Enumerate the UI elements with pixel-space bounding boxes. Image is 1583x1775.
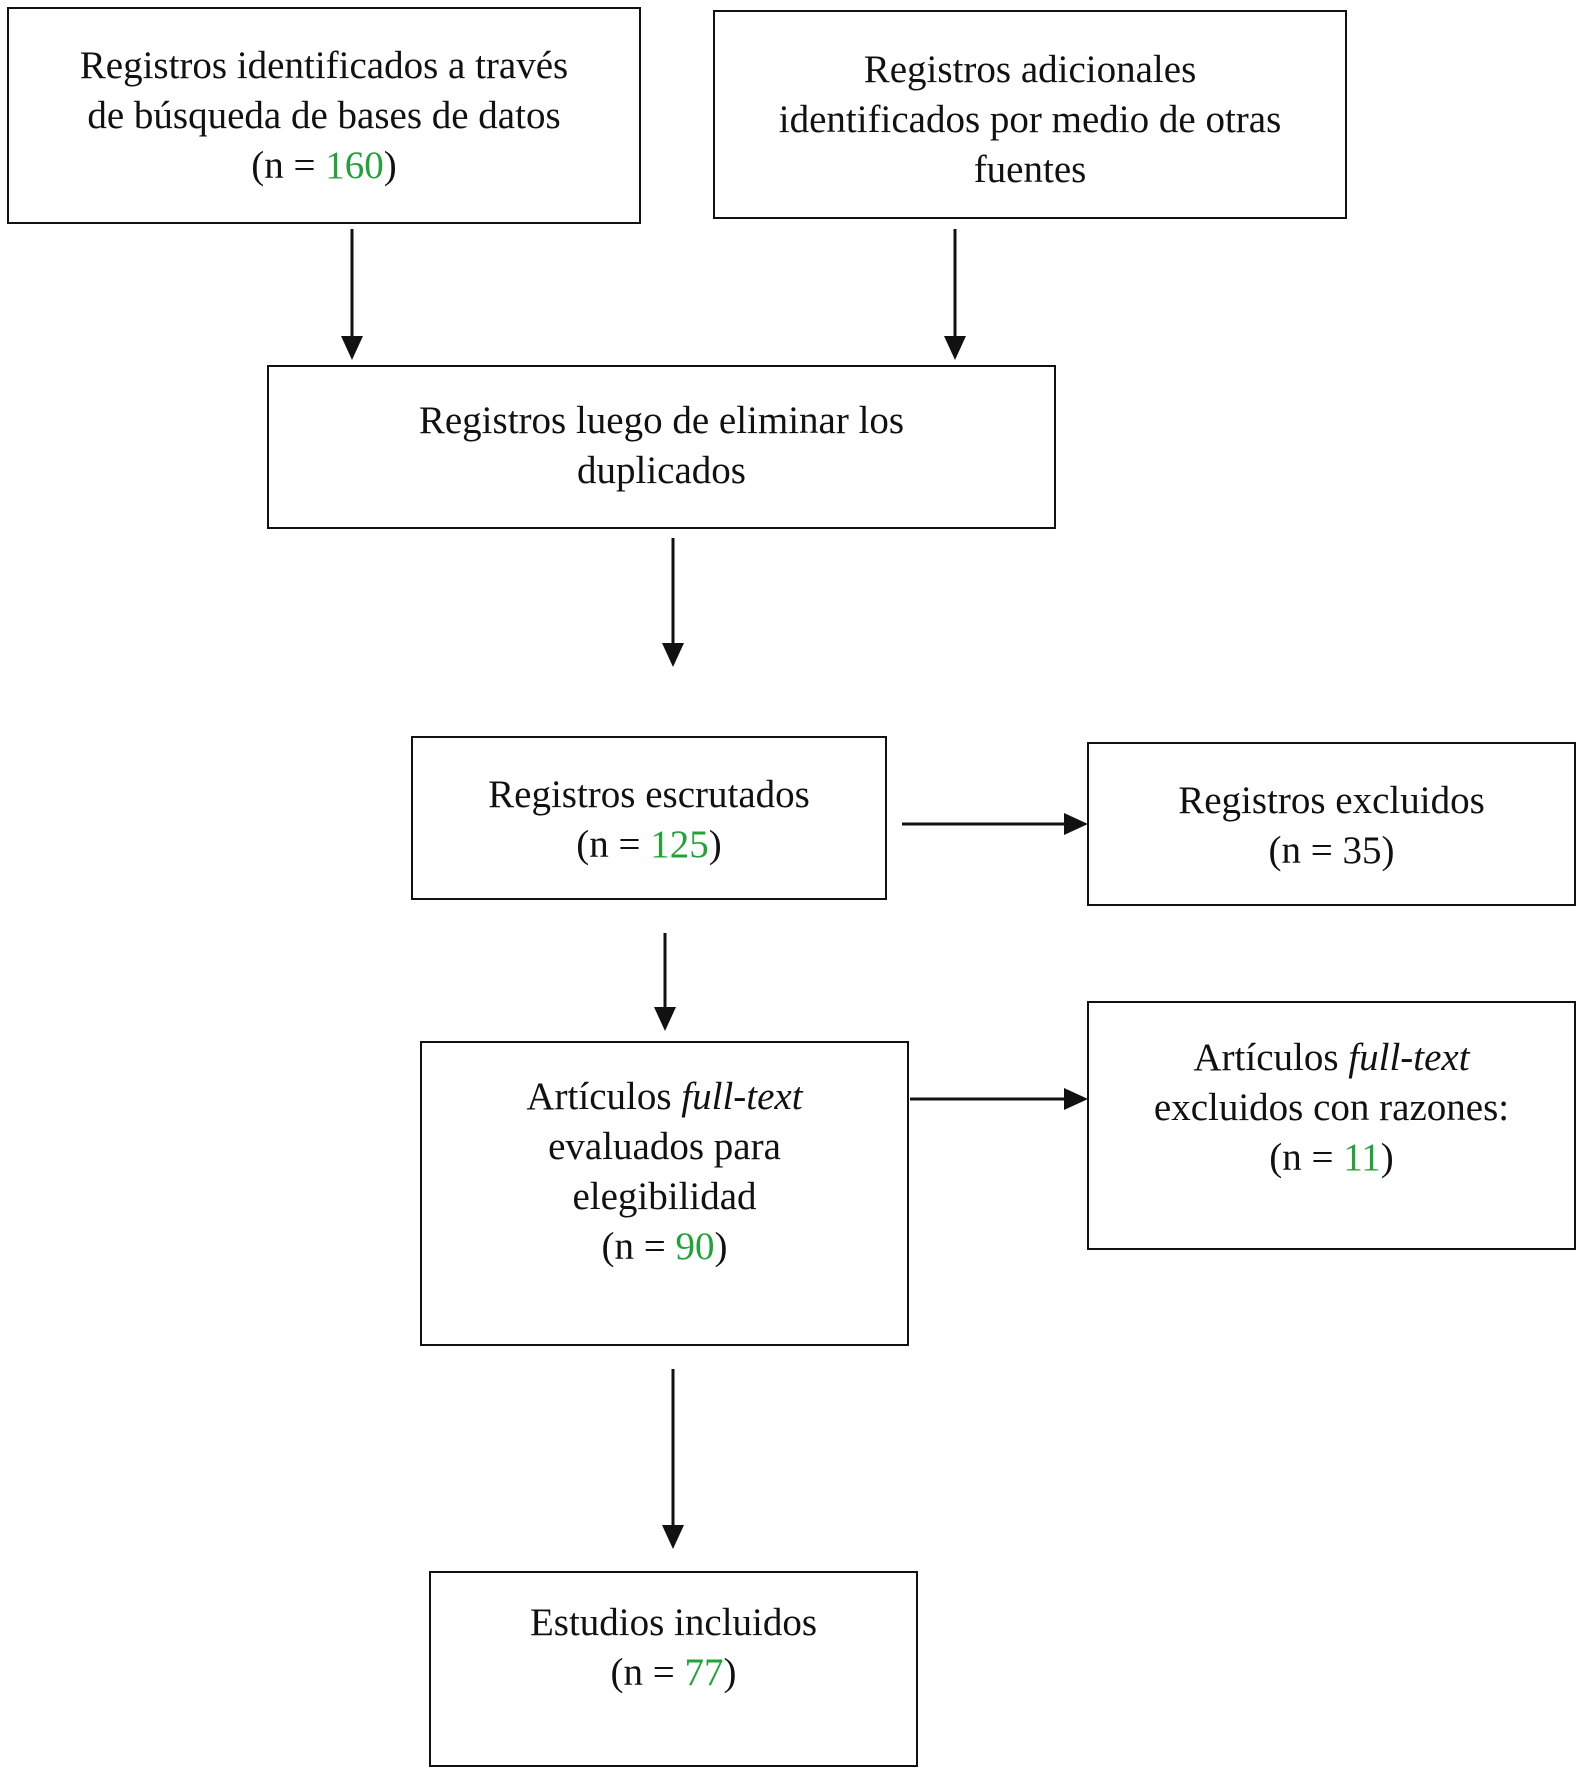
arrowhead-fulltext-to-included — [662, 1525, 684, 1549]
database-records-line1: Registros identificados a través — [79, 44, 569, 87]
box-excluded: Registros excluidos (n = 35) — [1087, 742, 1576, 906]
line-italic: full-text — [681, 1075, 803, 1118]
box-additional-records: Registros adicionales identificados por … — [713, 10, 1347, 219]
additional-records-line1: Registros adicionales — [863, 48, 1197, 91]
count-prefix: (n = — [576, 823, 651, 866]
fulltext-assessed-count: (n = 90) — [422, 1222, 907, 1272]
count-suffix: ) — [383, 144, 397, 187]
fulltext-assessed-line1: Artículos full-text — [422, 1072, 907, 1122]
count-value: 125 — [650, 823, 709, 866]
database-records-line2: de búsqueda de bases de datos — [87, 94, 561, 137]
screened-count: (n = 125) — [413, 820, 885, 870]
count-suffix: ) — [723, 1651, 737, 1694]
included-line1: Estudios incluidos — [529, 1601, 818, 1644]
fulltext-assessed-line2: evaluados para — [548, 1125, 781, 1168]
line-prefix: Artículos — [526, 1075, 682, 1118]
fulltext-excluded-count: (n = 11) — [1089, 1133, 1574, 1183]
line-prefix: Artículos — [1193, 1036, 1349, 1079]
count-value: 77 — [684, 1651, 724, 1694]
box-screened: Registros escrutados (n = 125) — [411, 736, 887, 900]
box-after-duplicates: Registros luego de eliminar los duplicad… — [267, 365, 1056, 529]
count-prefix: (n = — [1269, 1136, 1344, 1179]
arrowhead-dedup-to-screened — [662, 643, 684, 667]
box-fulltext-excluded: Artículos full-text excluidos con razone… — [1087, 1001, 1576, 1250]
arrowhead-database-to-dedup — [341, 336, 363, 360]
arrowhead-additional-to-dedup — [944, 336, 966, 360]
count-prefix: (n = — [601, 1225, 676, 1268]
count-suffix: ) — [708, 823, 722, 866]
excluded-count: (n = 35) — [1268, 829, 1395, 872]
arrowhead-fulltext-to-excluded — [1064, 1088, 1088, 1110]
box-fulltext-assessed: Artículos full-text evaluados para elegi… — [420, 1041, 909, 1346]
count-prefix: (n = — [251, 144, 326, 187]
additional-records-line3: fuentes — [973, 148, 1087, 191]
database-records-count: (n = 160) — [9, 141, 639, 191]
screened-line1: Registros escrutados — [488, 773, 810, 816]
count-value: 11 — [1343, 1136, 1381, 1179]
fulltext-excluded-line2: excluidos con razones: — [1153, 1086, 1510, 1129]
box-database-records: Registros identificados a través de búsq… — [7, 7, 641, 224]
additional-records-line2: identificados por medio de otras — [778, 98, 1282, 141]
count-value: 160 — [325, 144, 384, 187]
fulltext-assessed-line3: elegibilidad — [572, 1175, 757, 1218]
fulltext-excluded-line1: Artículos full-text — [1089, 1033, 1574, 1083]
included-count: (n = 77) — [431, 1648, 916, 1698]
box-included: Estudios incluidos (n = 77) — [429, 1571, 918, 1767]
count-suffix: ) — [1380, 1136, 1394, 1179]
after-duplicates-line2: duplicados — [577, 449, 746, 492]
count-suffix: ) — [714, 1225, 728, 1268]
count-prefix: (n = — [610, 1651, 685, 1694]
after-duplicates-line1: Registros luego de eliminar los — [418, 399, 905, 442]
arrowhead-screened-to-fulltext — [654, 1007, 676, 1031]
count-value: 90 — [675, 1225, 715, 1268]
arrowhead-screened-to-excluded — [1064, 813, 1088, 835]
line-italic: full-text — [1348, 1036, 1470, 1079]
excluded-line1: Registros excluidos — [1178, 779, 1485, 822]
